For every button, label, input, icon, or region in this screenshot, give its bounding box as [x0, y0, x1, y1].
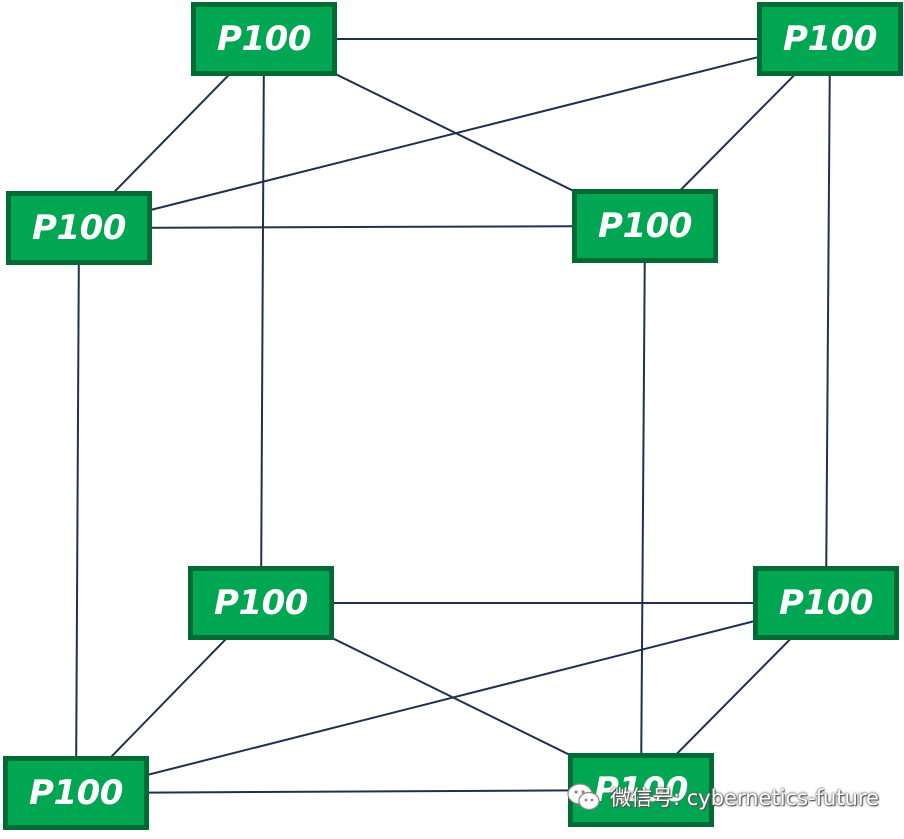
gpu-node-label: P100	[29, 773, 123, 813]
gpu-node-label: P100	[594, 770, 688, 810]
watermark-text: 微信号: cybernetics-future	[610, 786, 879, 810]
nvlink-edge-n2-n6	[75, 227, 80, 794]
nvlink-edge-n0-n4	[260, 38, 265, 604]
nvlink-edge-n6-n7	[75, 789, 642, 794]
gpu-node-top-back-right: P100	[757, 2, 903, 76]
gpu-node-bottom-front-right: P100	[568, 753, 714, 827]
gpu-node-top-front-right: P100	[572, 189, 718, 263]
gpu-node-top-back-left: P100	[191, 2, 337, 76]
gpu-node-label: P100	[783, 19, 877, 59]
gpu-node-bottom-back-right: P100	[753, 566, 899, 640]
nvlink-edge-n3-n7	[640, 225, 646, 791]
gpu-node-bottom-back-left: P100	[188, 566, 334, 640]
gpu-node-label: P100	[598, 206, 692, 246]
nvlink-edge-n5-n6	[75, 602, 827, 794]
gpu-node-label: P100	[214, 583, 308, 623]
nvlink-edge-n2-n3	[78, 225, 646, 229]
gpu-node-label: P100	[32, 208, 126, 248]
watermark: 微信号: cybernetics-future	[566, 782, 879, 812]
gpu-node-top-front-left: P100	[6, 191, 152, 265]
wechat-icon	[567, 783, 600, 811]
gpu-node-label: P100	[779, 583, 873, 623]
nvlink-edge-n1-n2	[78, 38, 831, 229]
nvlink-edge-n1-n5	[825, 38, 831, 604]
gpu-node-bottom-front-left: P100	[3, 756, 149, 830]
gpu-node-label: P100	[217, 19, 311, 59]
